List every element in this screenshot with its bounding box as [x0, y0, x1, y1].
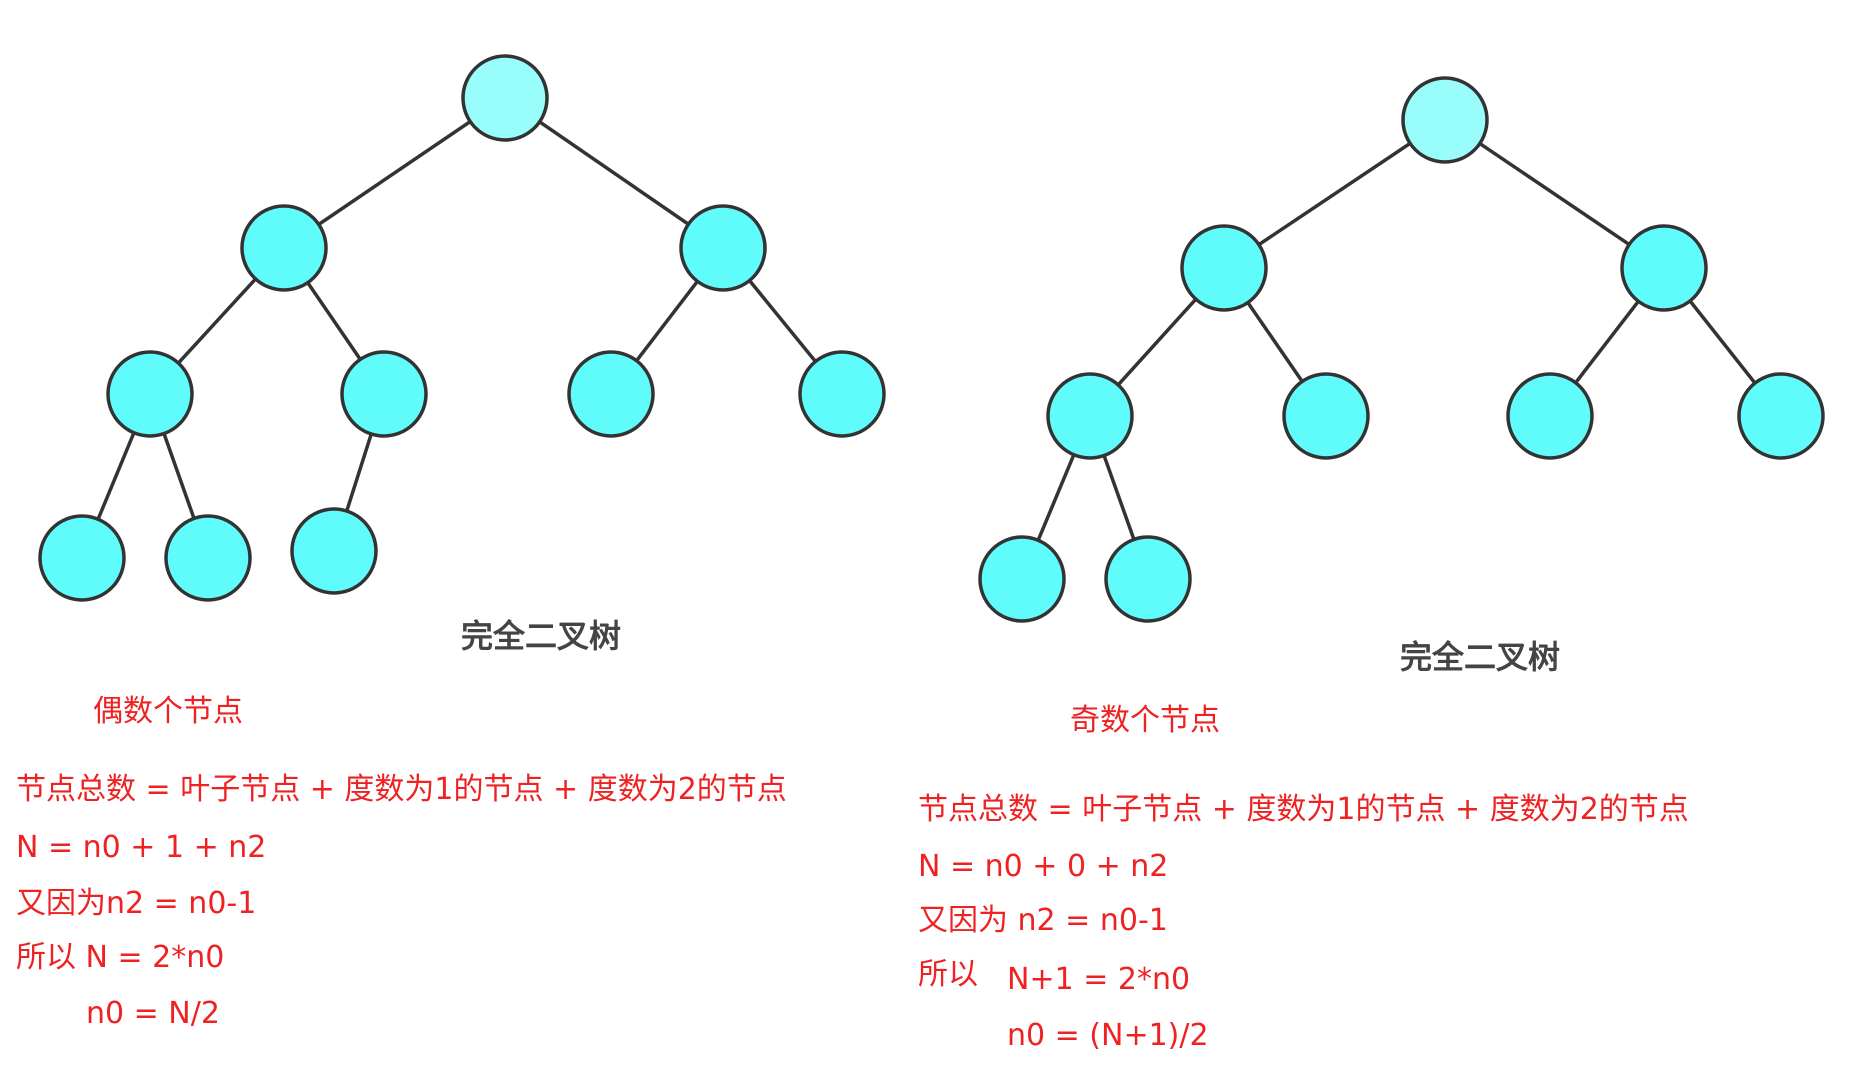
- left-tree-node: [290, 507, 378, 595]
- left-formula-line-5: n0 = N/2: [86, 996, 220, 1031]
- left-formula-line-1: 节点总数 = 叶子节点 + 度数为1的节点 + 度数为2的节点: [16, 772, 787, 807]
- right-formula-line-1: 节点总数 = 叶子节点 + 度数为1的节点 + 度数为2的节点: [918, 792, 1689, 827]
- right-formula-line-4b: N+1 = 2*n0: [1007, 962, 1191, 997]
- left-formula-line-4: 所以 N = 2*n0: [16, 940, 225, 975]
- right-tree-node: [1282, 372, 1370, 460]
- right-tree-node: [1180, 224, 1268, 312]
- left-tree-node: [679, 204, 767, 292]
- right-tree-edge: [1443, 118, 1666, 270]
- right-case-title: 奇数个节点: [1070, 703, 1220, 738]
- right-tree-root-node: [1401, 76, 1489, 164]
- right-formula-line-4a: 所以: [918, 957, 978, 992]
- right-tree-node: [978, 535, 1066, 623]
- left-tree-root-node: [461, 54, 549, 142]
- right-tree-node: [1046, 372, 1134, 460]
- left-tree-edge: [503, 96, 725, 250]
- left-tree: 完全二叉树: [38, 54, 886, 655]
- left-tree-node: [340, 350, 428, 438]
- left-case-title: 偶数个节点: [93, 694, 243, 729]
- left-tree-node: [798, 350, 886, 438]
- right-tree-node: [1737, 372, 1825, 460]
- left-tree-edge: [282, 96, 507, 250]
- right-formula-line-5: n0 = (N+1)/2: [1007, 1018, 1209, 1053]
- left-formula-line-2: N = n0 + 1 + n2: [16, 830, 267, 865]
- left-tree-node: [38, 514, 126, 602]
- right-tree-edge: [1222, 118, 1447, 270]
- left-tree-node: [240, 204, 328, 292]
- right-tree-node: [1104, 535, 1192, 623]
- right-tree-node: [1620, 224, 1708, 312]
- right-formula-line-2: N = n0 + 0 + n2: [918, 849, 1169, 884]
- left-tree-caption: 完全二叉树: [461, 617, 621, 655]
- left-formula-line-3: 又因为n2 = n0-1: [16, 886, 257, 921]
- left-tree-node: [567, 350, 655, 438]
- left-tree-node: [106, 350, 194, 438]
- right-tree-caption: 完全二叉树: [1400, 638, 1560, 676]
- left-tree-node: [164, 514, 252, 602]
- right-tree-node: [1506, 372, 1594, 460]
- right-formula-line-3: 又因为 n2 = n0-1: [918, 903, 1168, 938]
- right-tree: 完全二叉树: [978, 76, 1825, 676]
